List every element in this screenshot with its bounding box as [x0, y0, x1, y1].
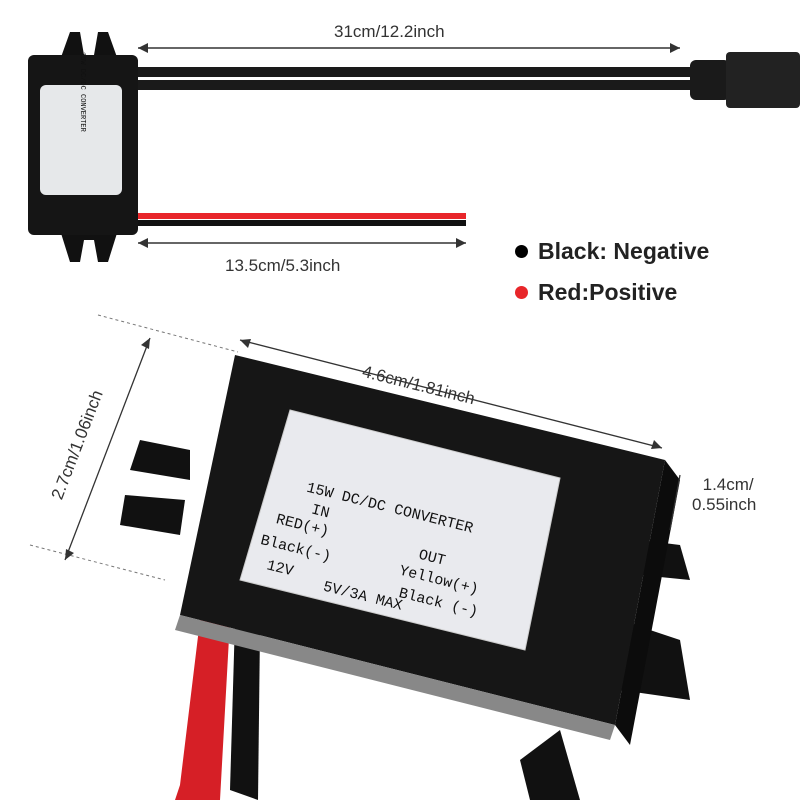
- height-dimension: 1.4cm/ 0.55inch: [692, 475, 756, 515]
- red-dot-icon: [515, 286, 528, 299]
- label-output-rating: 5V/3A MAX: [321, 578, 404, 615]
- small-converter: [28, 32, 138, 262]
- input-wire-length: 13.5cm/5.3inch: [225, 256, 341, 275]
- usb-cable: [138, 52, 800, 108]
- legend-red-text: Red:Positive: [538, 279, 678, 305]
- large-converter: [120, 355, 690, 800]
- label-out: OUT: [416, 546, 448, 570]
- height-dimension-inch: 0.55inch: [692, 495, 757, 514]
- input-wires: [138, 213, 466, 226]
- small-converter-label: 15W DC/DC CONVERTER: [77, 52, 86, 217]
- height-dimension-cm: 1.4cm/: [702, 475, 754, 494]
- label-title-small: 15W DC/DC CONVERTER: [78, 52, 86, 132]
- legend-red: Red:Positive: [515, 279, 677, 306]
- black-dot-icon: [515, 245, 528, 258]
- usb-cable-length: 31cm/12.2inch: [334, 22, 445, 41]
- label-input-voltage: 12V: [264, 557, 296, 581]
- legend-black-text: Black: Negative: [538, 238, 710, 264]
- legend-black: Black: Negative: [515, 238, 709, 265]
